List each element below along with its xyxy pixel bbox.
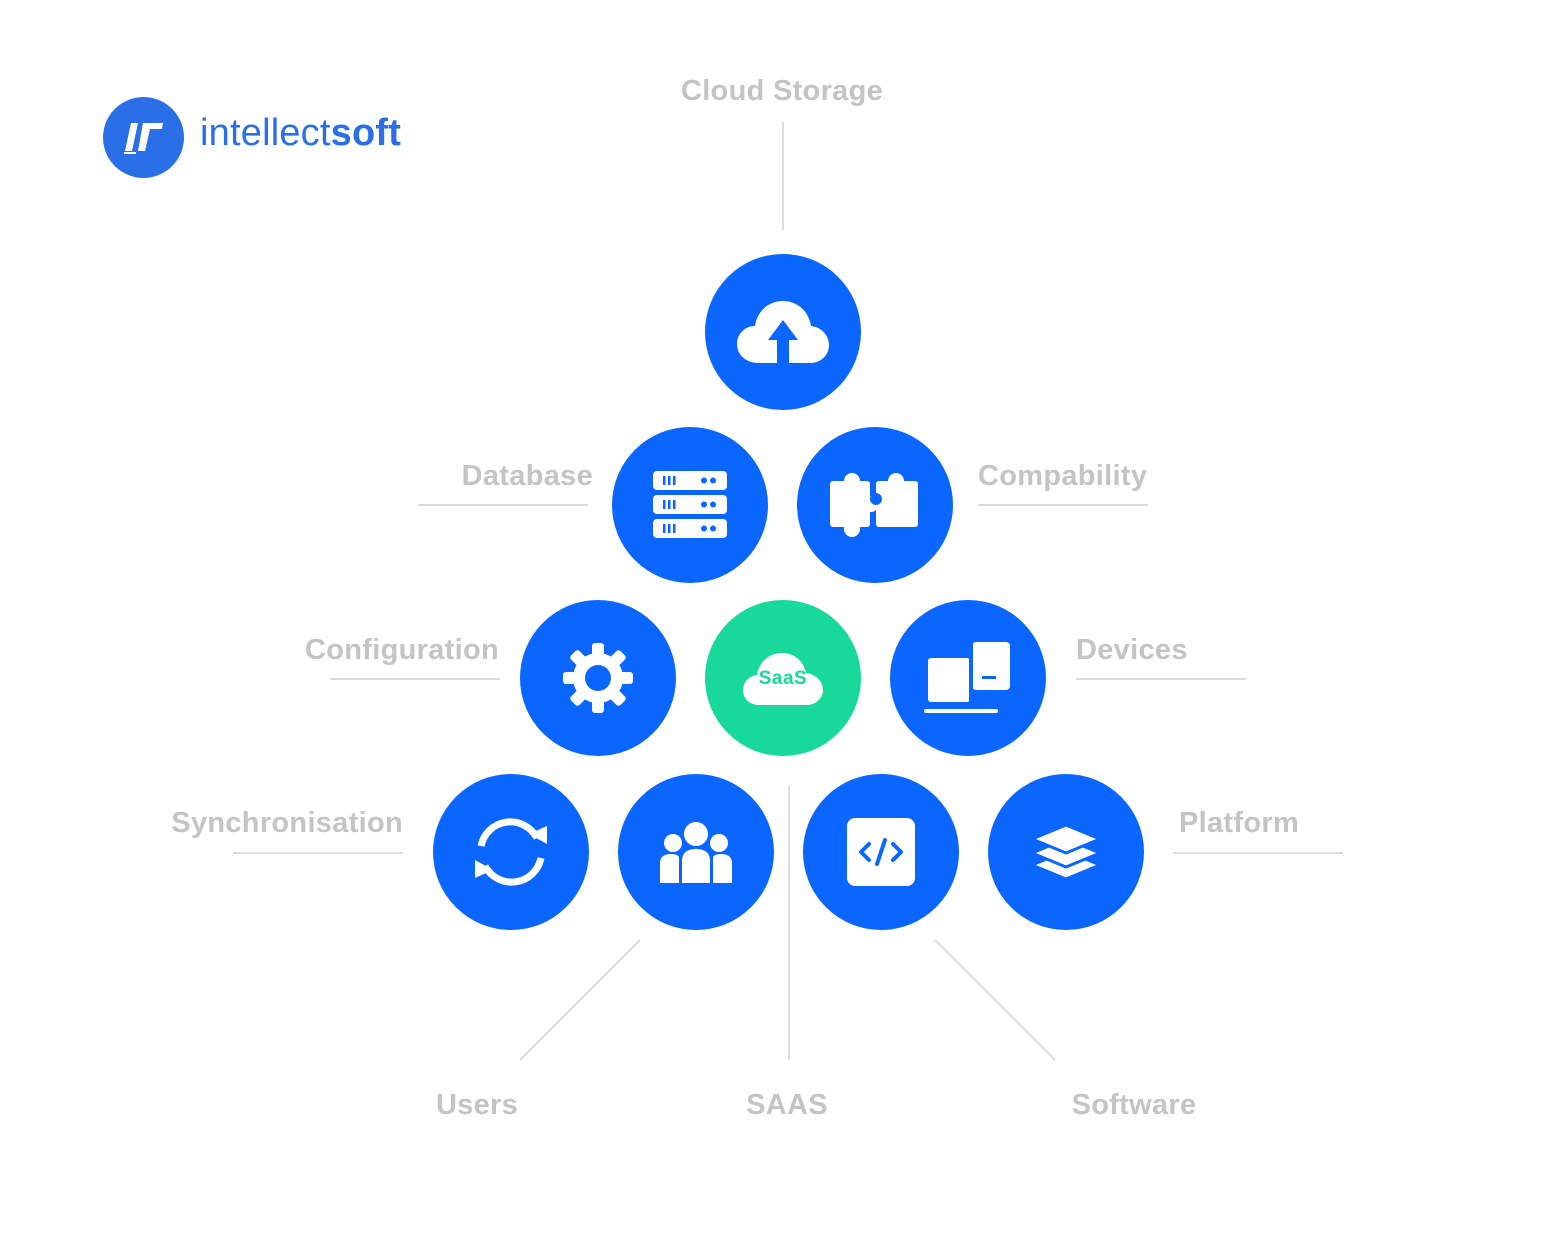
node-saas-center [705, 600, 861, 756]
connector-configuration [330, 678, 500, 680]
users-icon [660, 822, 732, 883]
node-synchronisation [433, 774, 589, 930]
label-database: Database [461, 460, 593, 492]
node-configuration [520, 600, 676, 756]
layers-icon [1030, 823, 1102, 881]
saas-cloud-icon [743, 653, 823, 705]
connector-devices [1076, 678, 1246, 680]
label-configuration: Configuration [305, 634, 499, 666]
connector-saas [788, 786, 790, 1060]
connector-cloud-storage [782, 122, 784, 230]
server-rack-icon [653, 471, 727, 538]
node-software [803, 774, 959, 930]
label-saas: SAAS [746, 1089, 828, 1121]
label-platform: Platform [1179, 807, 1300, 839]
gear-icon [563, 643, 633, 713]
node-compability [797, 427, 953, 583]
devices-icon [924, 640, 1010, 713]
connector-users [519, 939, 641, 1061]
node-cloud-storage [705, 254, 861, 410]
sync-icon [475, 818, 547, 886]
node-platform [988, 774, 1144, 930]
code-icon [847, 818, 915, 886]
label-synchronisation: Synchronisation [171, 807, 403, 839]
brand-name-light: intellect [200, 112, 331, 154]
logo-icon [123, 122, 163, 154]
node-users [618, 774, 774, 930]
node-database [612, 427, 768, 583]
logo-mark [103, 97, 184, 178]
label-users: Users [435, 1089, 519, 1121]
connector-database [418, 504, 588, 506]
label-cloud-storage: Cloud Storage [680, 75, 884, 107]
label-compability: Compability [978, 460, 1148, 492]
node-devices [890, 600, 1046, 756]
connector-compability [978, 504, 1148, 506]
puzzle-icon [830, 473, 918, 537]
brand-name-bold: soft [330, 112, 402, 154]
connector-software [934, 939, 1056, 1061]
label-software: Software [1071, 1089, 1197, 1121]
label-devices: Devices [1076, 634, 1188, 666]
connector-synchronisation [233, 852, 403, 854]
cloud-upload-icon [737, 301, 829, 363]
saas-badge-text: SaaS [758, 668, 808, 689]
connector-platform [1173, 852, 1343, 854]
brand-name: intellectsoft [200, 114, 401, 152]
